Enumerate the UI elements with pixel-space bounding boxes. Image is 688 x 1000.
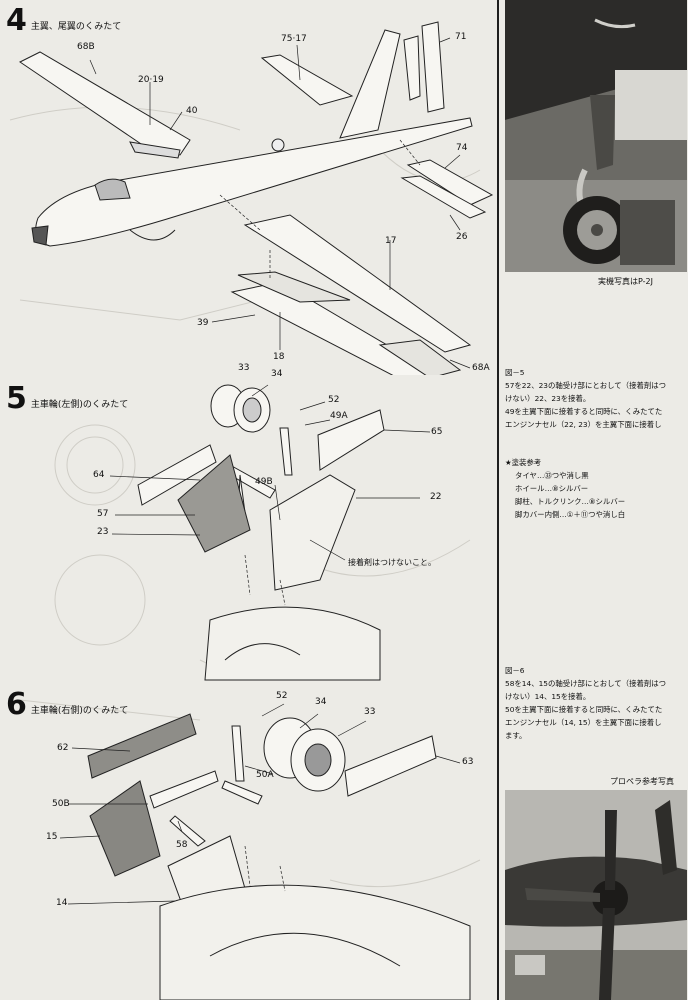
- part-label: 49A: [330, 411, 348, 421]
- text-line: エンジンナセル（22, 23）を主翼下面に接着し: [505, 420, 662, 429]
- step-title: 主翼、尾翼のくみたて: [30, 22, 122, 32]
- text-line: エンジンナセル（14, 15）を主翼下面に接着し: [505, 718, 662, 727]
- part-label: 39: [197, 318, 209, 328]
- text-line: けない）22、23を接着。: [505, 394, 591, 403]
- step-5-section: 5 主車輪(左側)のくみたて: [0, 363, 496, 685]
- text-line: 50を主翼下面に接着すると同時に、くみたてた: [505, 705, 663, 714]
- photo-caption: 実機写真はP-2J: [598, 277, 653, 286]
- figure-5-text: 図－5 57を22、23の軸受け部にとおして（接着剤はつ けない）22、23を接…: [505, 366, 687, 431]
- part-label: 50B: [52, 799, 70, 809]
- part-label: 68B: [77, 42, 95, 52]
- part-label: 52: [276, 691, 288, 701]
- door-63: [344, 735, 437, 797]
- step-number: 4: [6, 3, 27, 38]
- step-title: 主車輪(左側)のくみたて: [30, 400, 129, 410]
- left-main-wheel-diagram: [109, 384, 431, 681]
- aircraft-photo: [505, 0, 687, 272]
- text-line: ます。: [505, 731, 527, 740]
- door-64: [137, 444, 217, 506]
- part-label: 26: [456, 232, 468, 242]
- part-label: 64: [93, 470, 105, 480]
- no-glue-note: 接着剤はつけないこと。: [348, 558, 436, 567]
- photo-caption: プロペラ参考写真: [610, 777, 674, 786]
- step-6-section: 6 主車輪(右側)のくみたて: [0, 686, 496, 1000]
- nacelle-15: [89, 780, 161, 877]
- text-line: 57を22、23の軸受け部にとおして（接着剤はつ: [505, 381, 667, 390]
- landing-gear-photo-art: [505, 0, 687, 272]
- part-label: 58: [176, 840, 188, 850]
- part-label: 75·17: [281, 34, 307, 44]
- part-label: 34: [271, 369, 283, 379]
- part-label: 33: [238, 363, 250, 373]
- paint-line: ホイール…⑧シルバー: [515, 484, 589, 493]
- part-label: 14: [56, 898, 68, 908]
- step-4-section: 4 主翼、尾翼のくみたて: [0, 0, 496, 375]
- part-label: 22: [430, 492, 442, 502]
- part-label: 34: [315, 697, 327, 707]
- step-title: 主車輪(右側)のくみたて: [30, 706, 129, 716]
- tail-fin: [339, 29, 401, 139]
- paint-line: タイヤ…㉝つや消し黒: [515, 471, 589, 480]
- part-label: 62: [57, 743, 69, 753]
- part-label: 23: [97, 527, 109, 537]
- part-label: 40: [186, 106, 198, 116]
- paint-title: ★塗装参考: [505, 458, 542, 467]
- part-label: 57: [97, 509, 109, 519]
- step-number: 5: [6, 381, 27, 416]
- part-label: 71: [455, 32, 467, 42]
- part-label: 50A: [256, 770, 274, 780]
- column-divider: [497, 0, 499, 1000]
- wing-part-17: [243, 214, 472, 353]
- part-label: 33: [364, 707, 376, 717]
- part-label: 52: [328, 395, 340, 405]
- part-label: 20·19: [138, 75, 164, 85]
- text-line: 58を14、15の軸受け部にとおして（接着剤はつ: [505, 679, 667, 688]
- paint-line: 脚柱、トルクリンク…⑧シルバー: [515, 497, 626, 506]
- figure-6-text: 図－6 58を14、15の軸受け部にとおして（接着剤はつ けない）14、15を接…: [505, 664, 687, 742]
- horizontal-tail: [260, 54, 354, 106]
- text-line: 49を主翼下面に接着すると同時に、くみたてた: [505, 407, 663, 416]
- part-label: 68A: [472, 363, 490, 373]
- part-label: 15: [46, 832, 58, 842]
- door-62: [87, 713, 197, 779]
- left-wing: [19, 51, 191, 156]
- part-label: 49B: [255, 477, 273, 487]
- step-number: 6: [6, 687, 27, 722]
- figure-title: 図－6: [505, 666, 525, 675]
- part-label: 74: [456, 143, 468, 153]
- paint-reference: ★塗装参考 タイヤ…㉝つや消し黒 ホイール…⑧シルバー 脚柱、トルクリンク…⑧シ…: [505, 456, 687, 521]
- nacelle-22: [269, 474, 356, 591]
- propeller-photo: [505, 790, 687, 1000]
- figure-title: 図－5: [505, 368, 525, 377]
- propeller-photo-art: [505, 790, 687, 1000]
- door-65: [317, 409, 385, 471]
- part-label: 17: [385, 236, 397, 246]
- paint-line: 脚カバー内側…①＋⑪つや消し白: [515, 510, 626, 519]
- right-main-wheel-diagram: [59, 703, 471, 1000]
- wing-tail-assembly-diagram: [19, 21, 494, 375]
- part-label: 63: [462, 757, 474, 767]
- part-label: 18: [273, 352, 285, 362]
- part-label: 65: [431, 427, 443, 437]
- text-line: けない）14、15を接着。: [505, 692, 591, 701]
